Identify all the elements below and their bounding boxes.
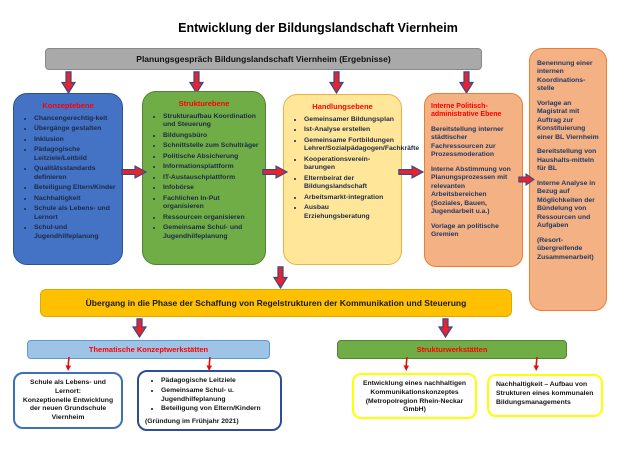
strukturebene-list: Strukturaufbau Koordination und Steuerun… (147, 113, 261, 241)
handlungsebene-list: Gemeinsamer Bildungsplan Ist-Analyse ers… (288, 116, 419, 221)
list-item: Inklusion (34, 136, 116, 144)
handlungsebene-box: Handlungsebene Gemeinsamer Bildungsplan … (283, 94, 419, 265)
strukturebene-title: Strukturebene (178, 99, 230, 108)
thematische-konzeptwerkstaetten-header: Thematische Konzeptwerkstätten (27, 340, 270, 359)
paragraph: Interne Analyse in Bezug auf Möglichkeit… (537, 179, 596, 230)
list-item: Pädagogische Leitziele/Leitbild (34, 146, 116, 163)
box-line: Konzeptionelle Entwicklung der neuen Gru… (22, 396, 114, 422)
list-item: Chancengerechtig-keit (34, 115, 116, 123)
list-item: Nachhaltigkeit (34, 195, 116, 203)
paragraph: Bereitstellung von Haushalts-mitteln für… (537, 148, 597, 173)
strukturwerkstaetten-header: Strukturwerkstätten (337, 340, 567, 359)
list-item: IT-Austauschplattform (163, 174, 259, 182)
list-item: Arbeitsmarkt-integration (304, 194, 395, 202)
leitziele-list: Pädagogische Leitziele Gemeinsame Schul-… (145, 377, 274, 414)
list-item: Ressourcen organisieren (163, 214, 259, 222)
interne-ebene-title: Interne Politisch-administrative Ebene (431, 103, 502, 119)
paragraph: Vorlage an politische Gremien (431, 222, 499, 239)
list-item: Gemeinsame Schul- u. Jugendhilfeplanung (161, 387, 274, 405)
right-arrow-icon (518, 173, 535, 186)
list-item: Strukturaufbau Koordination und Steuerun… (163, 113, 259, 130)
konzeptebene-title: Konzeptebene (42, 101, 94, 110)
paragraph: (Resort-übergreifende Zusammenarbeit) (537, 236, 594, 261)
right-arrow-icon (262, 165, 288, 179)
list-item: Gemeinsamer Bildungsplan (304, 116, 395, 124)
list-item: Übergänge gestalten (34, 125, 116, 133)
bildungsmanagement-box: Nachhaltigkeit – Aufbau von Strukturen e… (487, 374, 603, 417)
down-arrow-icon (61, 71, 76, 94)
right-arrow-icon (398, 165, 424, 179)
small-down-arrow-icon (65, 357, 71, 371)
konzeptebene-list: Chancengerechtig-keit Übergänge gestalte… (18, 115, 118, 241)
list-item: Qualitätsstandards definieren (34, 165, 116, 182)
small-down-arrow-icon (403, 357, 409, 371)
paragraph: Vorlage an Magistrat mit Auftrag zur Kon… (537, 99, 599, 141)
list-item: Elternbeirat der Bildungslandschaft (304, 175, 395, 192)
list-item: Schule als Lebens- und Lernort (34, 205, 116, 222)
down-arrow-icon (132, 318, 147, 338)
kommunikationskonzept-box: Entwicklung eines nachhaltigen Kommunika… (352, 373, 477, 419)
handlungsebene-title: Handlungsebene (312, 102, 373, 111)
box-line: Schule als Lebens- und Lernort: (30, 379, 106, 395)
page-title: Entwicklung der Bildungslandschaft Viern… (178, 21, 458, 35)
list-item: Informationsplattform (163, 163, 259, 171)
list-item: Beteiligung Eltern/Kinder (34, 184, 116, 192)
list-item: Bildungsbüro (163, 132, 259, 140)
right-arrow-icon (121, 165, 147, 179)
list-item: Gemeinsame Schul- und Jugendhilfeplanung (163, 224, 259, 241)
list-item: Schnittstelle zum Schulträger (163, 142, 259, 150)
leitziele-box: Pädagogische Leitziele Gemeinsame Schul-… (137, 370, 282, 431)
list-item: Schul-und Jugendhilfeplanung (34, 224, 116, 241)
list-item: Beteiligung von Eltern/Kindern (161, 405, 274, 414)
list-item: Ist-Analyse erstellen (304, 126, 395, 134)
list-item: Politische Absicherung (163, 153, 259, 161)
schule-lernort-box: Schule als Lebens- und Lernort: Konzepti… (13, 372, 123, 429)
koordination-side-box: Benennung einer internen Koordinations-s… (529, 48, 607, 311)
small-down-arrow-icon (206, 357, 212, 371)
list-item: Gemeinsame Fortbildungen Lehrer/Sozialpä… (304, 137, 419, 154)
list-item: Kooperationsverein-barungen (304, 156, 395, 173)
list-item: Pädagogische Leitziele (161, 377, 274, 386)
planning-results-banner: Planungsgespräch Bildungslandschaft Vier… (45, 48, 482, 70)
list-item: Ausbau Erziehungsberatung (304, 204, 395, 221)
down-arrow-icon (459, 71, 474, 94)
paragraph: Bereitstellung interner städtischer Fach… (431, 125, 504, 159)
down-arrow-icon (329, 71, 344, 94)
paragraph: Benennung einer internen Koordinations-s… (537, 60, 593, 93)
konzeptebene-box: Konzeptebene Chancengerechtig-keit Überg… (13, 93, 123, 265)
small-down-arrow-icon (533, 357, 539, 371)
paragraph: Interne Abstimmung von Planungsprozessen… (431, 165, 511, 216)
interne-ebene-box: Interne Politisch-administrative Ebene B… (424, 93, 523, 267)
list-item: Infobörse (163, 184, 259, 192)
down-arrow-icon (273, 266, 288, 289)
down-arrow-icon (189, 71, 204, 94)
down-arrow-icon (438, 318, 453, 338)
founding-note: (Gründung im Frühjahr 2021) (145, 418, 239, 426)
transition-banner: Übergang in die Phase der Schaffung von … (40, 289, 512, 317)
strukturebene-box: Strukturebene Strukturaufbau Koordinatio… (142, 91, 266, 265)
list-item: Fachlichen In-Put organisieren (163, 195, 259, 212)
